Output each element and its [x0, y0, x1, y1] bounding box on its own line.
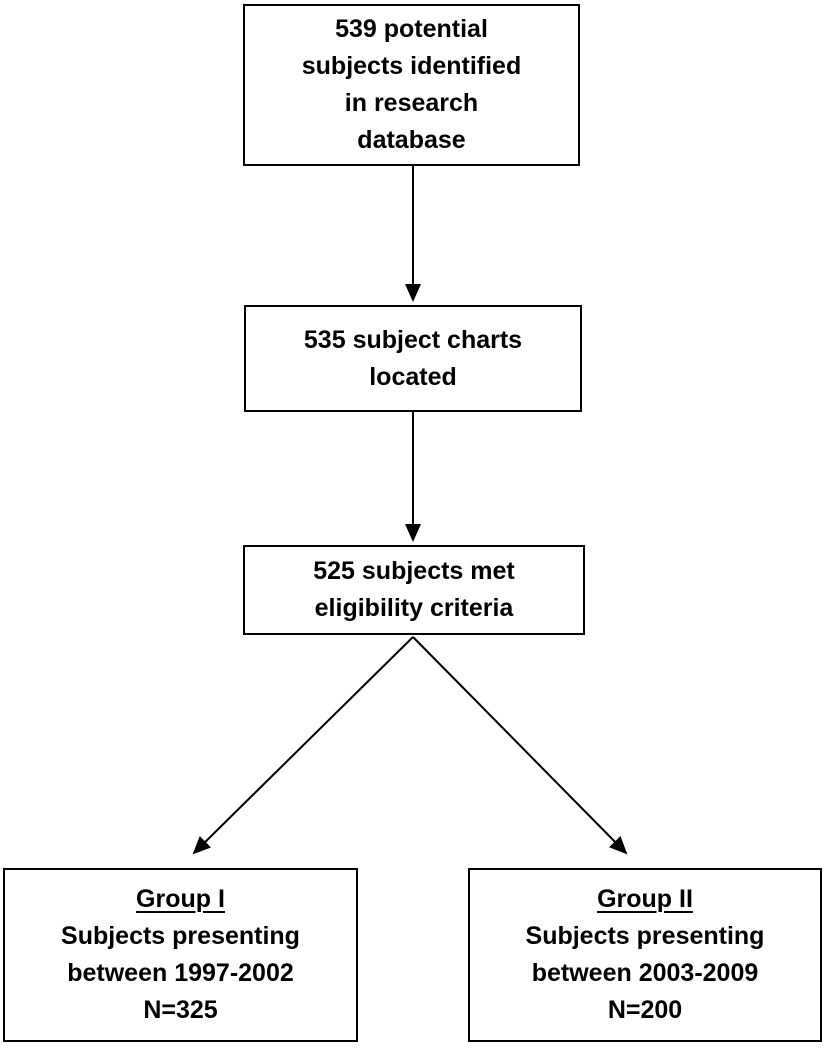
box-group-1: Group I Subjects presenting between 1997…	[3, 868, 358, 1042]
box-text-line: subjects identified	[301, 52, 522, 80]
box-text-line: between 2003-2009	[531, 959, 759, 987]
box-text-line: eligibility criteria	[314, 594, 514, 622]
box-text-line: Subjects presenting	[525, 922, 765, 950]
box-text-line: 525 subjects met	[313, 557, 515, 585]
box-text-line: 535 subject charts	[303, 325, 523, 354]
box-text-line: N=200	[607, 996, 683, 1024]
box-text-line: Subjects presenting	[61, 922, 300, 950]
box-group-2: Group II Subjects presenting between 200…	[468, 868, 822, 1042]
box-text-line: N=325	[143, 996, 218, 1024]
group-2-title: Group II	[597, 885, 693, 913]
box-text-line: 539 potential	[335, 15, 488, 43]
box-text-line: database	[357, 126, 466, 154]
arrow-eligible-to-group2	[412, 636, 628, 855]
box-eligibility-criteria: 525 subjects met eligibility criteria	[243, 545, 585, 635]
arrow-eligible-to-group1	[192, 636, 414, 855]
box-text-line: in research	[344, 89, 479, 117]
box-text-line: between 1997-2002	[67, 959, 294, 987]
box-charts-located: 535 subject charts located	[244, 305, 582, 412]
box-text-line: located	[369, 362, 457, 391]
group-1-title: Group I	[136, 885, 225, 913]
box-potential-subjects: 539 potential subjects identified in res…	[243, 4, 580, 166]
